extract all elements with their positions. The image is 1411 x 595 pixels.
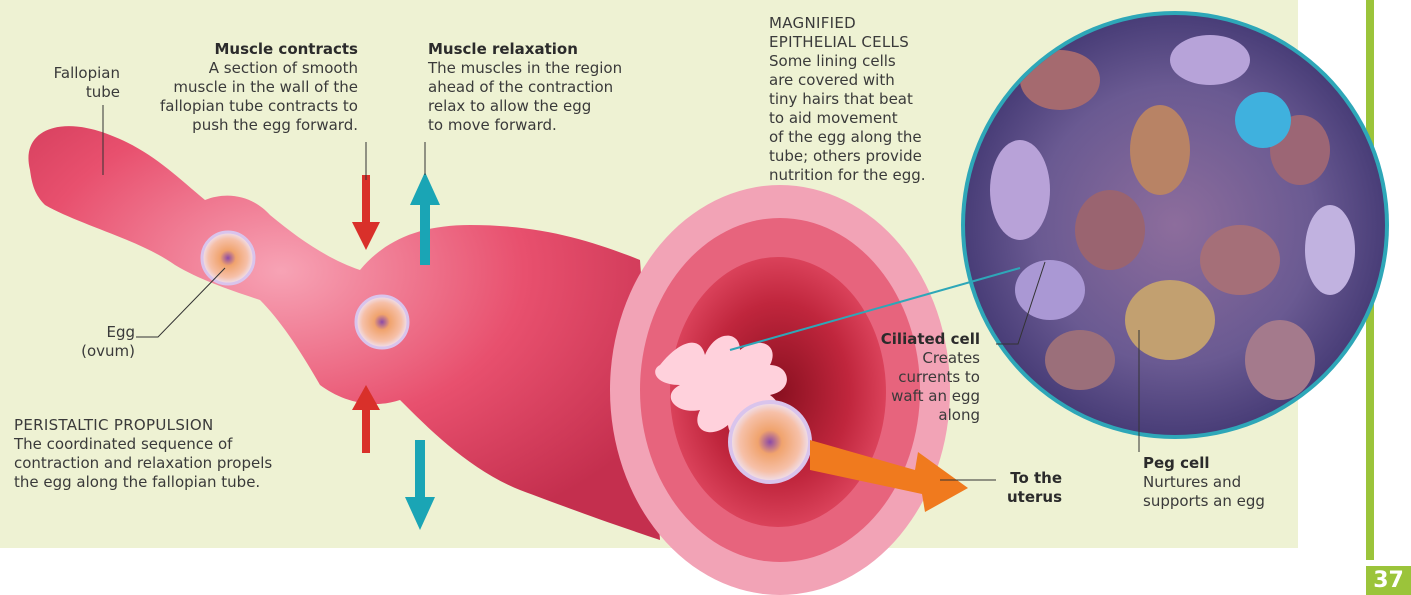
muscle-relaxation-text: to move forward. <box>428 116 668 135</box>
egg-1 <box>202 232 254 284</box>
muscle-relaxation-text: ahead of the contraction <box>428 78 668 97</box>
muscle-contracts-text: A section of smooth <box>110 59 358 78</box>
egg-label-line: Egg <box>40 323 135 342</box>
peg-cell-heading: Peg cell <box>1143 454 1293 473</box>
to-uterus-line: uterus <box>980 488 1062 507</box>
magnified-text: of the egg along the <box>769 128 969 147</box>
peristaltic-text: The coordinated sequence of <box>14 435 354 454</box>
contract-arrow-down <box>352 175 380 250</box>
ciliated-cell-text: Creates <box>860 349 980 368</box>
peg-cell-text: Nurtures and <box>1143 473 1293 492</box>
ciliated-cell-callout: Ciliated cell Creates currents to waft a… <box>860 330 980 425</box>
peristaltic-text: the egg along the fallopian tube. <box>14 473 354 492</box>
fallopian-tube-label: Fallopian tube <box>20 64 120 102</box>
muscle-contracts-text: push the egg forward. <box>110 116 358 135</box>
peristaltic-callout: PERISTALTIC PROPULSION The coordinated s… <box>14 416 354 492</box>
muscle-contracts-text: fallopian tube contracts to <box>110 97 358 116</box>
blue-cell <box>1235 92 1291 148</box>
to-uterus-label: To the uterus <box>980 469 1062 507</box>
magnified-text: are covered with <box>769 71 969 90</box>
magnified-heading: EPITHELIAL CELLS <box>769 33 969 52</box>
magnified-text: tube; others provide <box>769 147 969 166</box>
peristaltic-text: contraction and relaxation propels <box>14 454 354 473</box>
to-uterus-line: To the <box>980 469 1062 488</box>
ciliated-cell-text: currents to <box>860 368 980 387</box>
muscle-contracts-callout: Muscle contracts A section of smooth mus… <box>110 40 358 135</box>
peg-cell-text: supports an egg <box>1143 492 1293 511</box>
magnified-heading: MAGNIFIED <box>769 14 969 33</box>
relax-arrow-down <box>405 440 435 530</box>
magnified-cells-callout: MAGNIFIED EPITHELIAL CELLS Some lining c… <box>769 14 969 185</box>
muscle-relaxation-text: relax to allow the egg <box>428 97 668 116</box>
magnified-text: to aid movement <box>769 109 969 128</box>
egg-label-line: (ovum) <box>40 342 135 361</box>
muscle-relaxation-text: The muscles in the region <box>428 59 668 78</box>
magnified-text: tiny hairs that beat <box>769 90 969 109</box>
peristaltic-heading: PERISTALTIC PROPULSION <box>14 416 354 435</box>
egg-label: Egg (ovum) <box>40 323 135 361</box>
ciliated-cell-heading: Ciliated cell <box>860 330 980 349</box>
fallopian-tube-label-line: tube <box>20 83 120 102</box>
egg-2 <box>356 296 408 348</box>
ciliated-cell-text: waft an egg <box>860 387 980 406</box>
egg-3 <box>730 402 810 482</box>
magnified-text: Some lining cells <box>769 52 969 71</box>
muscle-contracts-heading: Muscle contracts <box>110 40 358 59</box>
muscle-contracts-text: muscle in the wall of the <box>110 78 358 97</box>
ciliated-cell-text: along <box>860 406 980 425</box>
muscle-relaxation-heading: Muscle relaxation <box>428 40 668 59</box>
peg-cell-callout: Peg cell Nurtures and supports an egg <box>1143 454 1293 511</box>
magnified-text: nutrition for the egg. <box>769 166 969 185</box>
muscle-relaxation-callout: Muscle relaxation The muscles in the reg… <box>428 40 668 135</box>
fallopian-tube-label-line: Fallopian <box>20 64 120 83</box>
